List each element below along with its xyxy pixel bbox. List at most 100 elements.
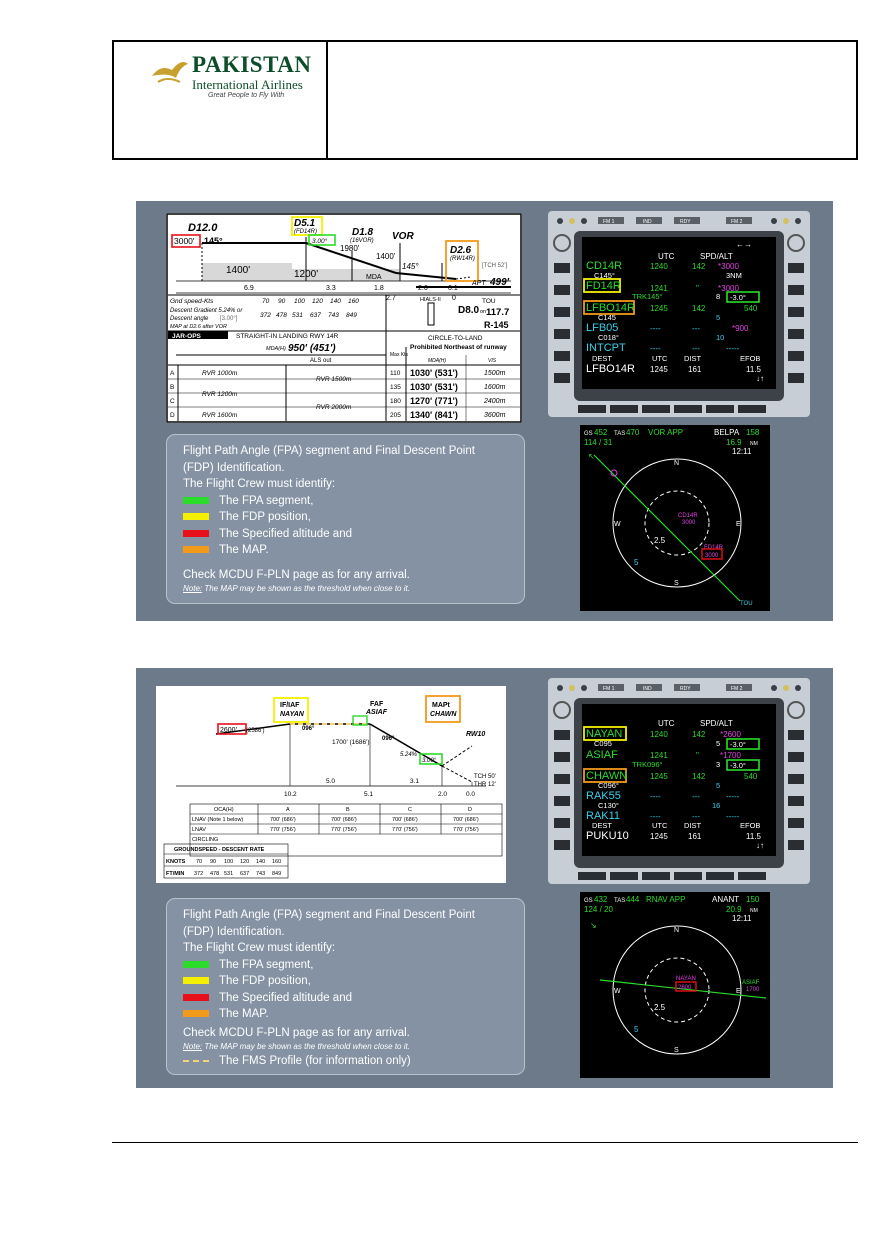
rnav-approach-chart: IF/IAF NAYAN FAF ASIAF MAPt CHAWN 2600' …: [156, 686, 506, 883]
document-header: PAKISTAN International Airlines Great Pe…: [112, 40, 858, 160]
fpln-utc: ----: [650, 324, 661, 333]
tas-value: 470: [626, 428, 640, 437]
mcdu-svg-2: FM 1 IND RDY FM 2 UTC SPD/ALT NAYAN 1240…: [553, 684, 805, 880]
oca-header: C: [408, 807, 412, 813]
hdg-145-label: 145°: [204, 236, 223, 246]
rvr-value: RVR 1000m: [202, 370, 238, 377]
gs-value: 100: [294, 298, 305, 305]
fpln-utc: ----: [650, 792, 661, 801]
fpln-alt: 540: [744, 772, 758, 781]
fpln-spd: ": [696, 751, 699, 760]
scroll-arrow-icon: ←→: [736, 240, 752, 249]
fpln-spd: 142: [692, 262, 706, 271]
dest-label: DEST: [592, 821, 612, 830]
rvr-value: RVR 1600m: [202, 412, 238, 419]
east-label: E: [736, 988, 741, 995]
oca-cell: 700' (686'): [453, 817, 479, 823]
dist-label: DIST: [684, 354, 702, 363]
alt-2600-label: 2600': [220, 727, 237, 734]
alt-1980-label: 1980': [340, 244, 360, 253]
nayan-alt: 2600: [678, 985, 692, 991]
nd-svg-2: GS 432 TAS 444 RNAV APP ANANT 150 124 / …: [584, 895, 767, 1055]
fpln-fpa: -3.0°: [730, 293, 746, 302]
fd14r-wpt: FD14R: [704, 545, 724, 551]
alt-3000-highlight: [171, 234, 201, 248]
gs-label: GS: [584, 431, 593, 437]
chawn-label: CHAWN: [430, 711, 457, 718]
legend-title-2: (FDP) Identification.: [183, 925, 285, 938]
fpln-wpt: CHAWN: [586, 770, 627, 782]
jar-ops-label: JAR-OPS: [172, 333, 202, 340]
utc-header: UTC: [658, 252, 675, 261]
efob-label: EFOB: [740, 354, 760, 363]
fpln-trk: C145°: [594, 271, 615, 280]
gs-value: 160: [348, 298, 359, 305]
mdah2-label: MDA(H): [428, 358, 446, 364]
dist-label: 5.0: [326, 778, 335, 785]
dist-label: DIST: [684, 821, 702, 830]
utc-header: UTC: [658, 719, 675, 728]
navigation-display-2: GS 432 TAS 444 RNAV APP ANANT 150 124 / …: [580, 892, 770, 1078]
nd-mode: VOR APP: [648, 428, 683, 437]
pia-logo-icon: [152, 62, 188, 83]
fpln-spd: ": [696, 284, 699, 293]
dist-label: 10.2: [284, 791, 297, 798]
fdp-highlight: [583, 726, 627, 741]
fpln-fpa: -3.0°: [730, 761, 746, 770]
dest-dist: 161: [688, 832, 702, 841]
ind-annunciator: IND: [643, 219, 652, 225]
fpln-utc: 1240: [650, 262, 668, 271]
vis-label: VIS: [488, 358, 497, 364]
header-divider: [326, 42, 328, 158]
fpln-trk: C018°: [598, 333, 619, 342]
gs-value: 452: [594, 428, 608, 437]
fm1-annunciator: FM 1: [603, 219, 615, 225]
gs-label: GS: [584, 898, 593, 904]
fpln-spd: 142: [692, 304, 706, 313]
msa-1400-label: 1400': [226, 265, 250, 276]
kts-value: 135: [390, 384, 401, 391]
rod-value: 743: [328, 312, 339, 319]
fpln-utc: 1241: [650, 751, 668, 760]
fpln-spd: ---: [692, 324, 700, 333]
fpln-utc: ----: [650, 344, 661, 353]
gsd-knots: 100: [224, 859, 233, 865]
tou-label: TOU: [482, 298, 496, 305]
red-swatch: [183, 993, 209, 1001]
rod-value: 372: [260, 312, 271, 319]
kts-value: 180: [390, 398, 401, 405]
gs-value: 432: [594, 895, 608, 904]
fpln-utc: ----: [650, 812, 661, 821]
fpln-utc: 1240: [650, 730, 668, 739]
dest-value: PUKU10: [586, 830, 629, 842]
rdy-annunciator: RDY: [680, 219, 691, 225]
efob-label: EFOB: [740, 821, 760, 830]
fpln-wpt: LFB05: [586, 322, 618, 334]
map-highlight: [445, 240, 479, 282]
gsd-ftmin-label: FT/MIN: [166, 871, 184, 877]
oca-cell: 770' (756'): [453, 827, 479, 833]
apt-alt-label: 499': [489, 277, 510, 288]
legend-item-map: The MAP.: [183, 542, 514, 559]
legend-item-fpa: The FPA segment,: [183, 957, 514, 974]
wind-value: 114 / 31: [584, 438, 613, 447]
freq-label: 117.7: [486, 307, 509, 318]
gsd-rate: 743: [256, 871, 265, 877]
msa-1200-label: 1200': [294, 269, 318, 280]
fpln-dist: 16: [712, 801, 720, 810]
rw14r-label: (RW14R): [450, 256, 475, 262]
south-label: S: [674, 1047, 679, 1054]
gs-value: 90: [278, 298, 286, 305]
green-swatch: [183, 960, 209, 968]
alt-1400-label: 1400': [376, 252, 396, 261]
dist-label: 5.1: [364, 791, 373, 798]
legend-title-2: (FDP) Identification.: [183, 461, 285, 474]
oca-header: A: [286, 807, 290, 813]
legend-must: The Flight Crew must identify:: [183, 478, 336, 490]
oca-cell: CIRCLING: [192, 837, 218, 843]
crs-096-label: 096°: [302, 726, 315, 732]
gs-value: 140: [330, 298, 341, 305]
fpln-dist: 5: [716, 313, 720, 322]
radial-label: R-145: [484, 320, 509, 330]
cat-label: B: [170, 384, 174, 391]
